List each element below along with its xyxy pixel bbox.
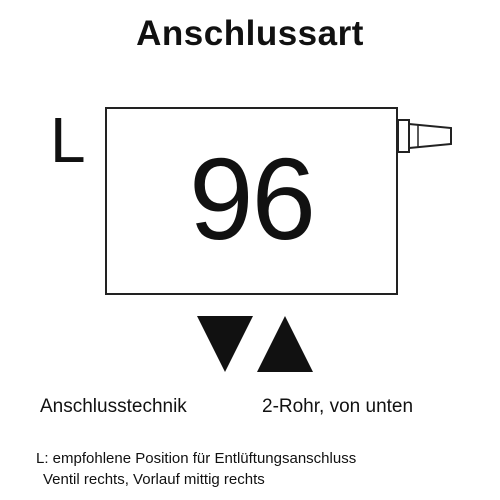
page-title: Anschlussart [136, 14, 364, 53]
connection-technique-label: Anschlusstechnik [40, 396, 187, 417]
flow-arrows [197, 316, 313, 372]
radiator-outline: 96 [105, 107, 398, 295]
connection-system-label: 2-Rohr, von unten [262, 396, 414, 417]
bleed-valve-icon [397, 119, 452, 153]
footnote: L: empfohlene Position für Entlüftungsan… [36, 448, 356, 490]
triangle-up-icon [257, 316, 313, 372]
footnote-line-2: Ventil rechts, Vorlauf mittig rechts [43, 471, 265, 488]
footnote-line-1: L: empfohlene Position für Entlüftungsan… [36, 450, 357, 467]
connection-code: 96 [188, 134, 316, 264]
vent-position-marker: L [50, 104, 86, 176]
triangle-down-icon [197, 316, 253, 372]
